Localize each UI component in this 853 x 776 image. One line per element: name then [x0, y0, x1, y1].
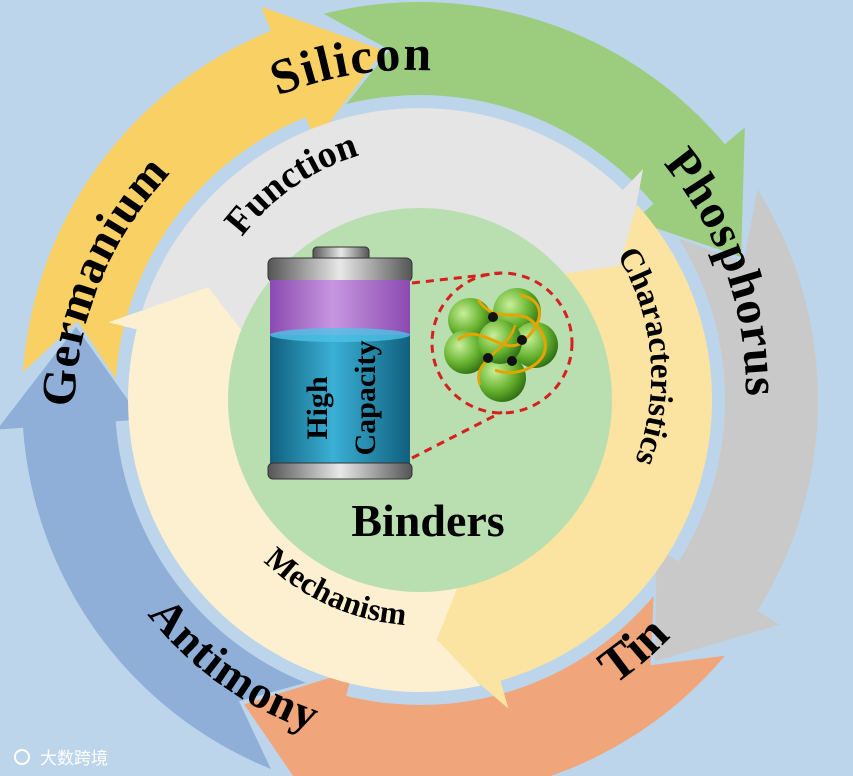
watermark-text: 大数跨境 [40, 749, 108, 769]
battery-icon: High Capacity [268, 247, 412, 479]
center-title: Binders [351, 495, 504, 546]
battery-text-capacity: Capacity [349, 341, 382, 456]
battery-text-high: High [301, 376, 334, 440]
